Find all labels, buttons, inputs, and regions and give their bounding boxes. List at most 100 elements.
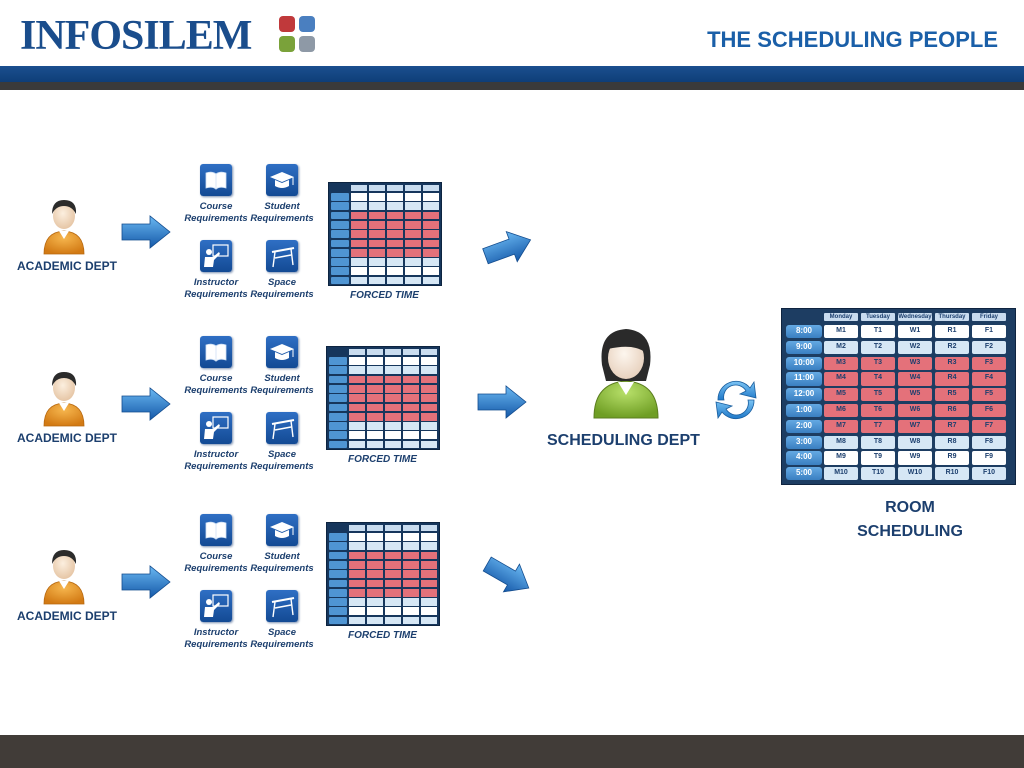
book-icon-glyph (205, 171, 227, 190)
mini-grid-cell (403, 533, 419, 541)
mini-grid-header (349, 525, 365, 531)
mini-grid-cell (421, 588, 437, 597)
mini-grid-time (331, 193, 349, 201)
mini-grid-cell (349, 542, 365, 551)
mini-grid-cell (387, 239, 403, 248)
mini-grid-header (369, 185, 385, 191)
time-slot: 11:00 (786, 372, 822, 386)
desk-icon (266, 240, 298, 272)
requirement-label: Instructor Requirements (184, 627, 248, 650)
mini-grid-cell (367, 579, 383, 588)
time-slot: 10:00 (786, 356, 822, 370)
mini-grid-time (331, 276, 349, 285)
desk-icon (266, 412, 298, 444)
mini-grid-cell (367, 422, 383, 430)
schedule-cell: M5 (824, 388, 858, 402)
desk-icon-glyph (271, 247, 295, 268)
mini-grid-cell (385, 533, 401, 541)
mini-grid-cell (421, 375, 437, 384)
mini-grid-cell (385, 579, 401, 588)
schedule-cell: W8 (898, 435, 932, 449)
instructor-icon-glyph (204, 594, 229, 617)
academic-dept-label: ACADEMIC DEPT (17, 431, 118, 445)
forced-time-label: FORCED TIME (348, 630, 417, 641)
mini-grid-cell (385, 542, 401, 551)
book-icon-glyph (205, 343, 227, 362)
mini-grid-cell (349, 570, 365, 578)
schedule-cell: W3 (898, 356, 932, 370)
mini-grid-time (329, 384, 347, 393)
mini-grid-time (329, 357, 347, 365)
day-header: Wednesday (898, 313, 932, 321)
schedule-cell: R1 (935, 325, 969, 339)
forced-time-label: FORCED TIME (348, 454, 417, 465)
mini-grid-cell (403, 394, 419, 402)
mini-grid-time (329, 588, 347, 597)
mini-grid-cell (367, 607, 383, 616)
graduation-cap-icon-glyph (270, 344, 294, 360)
academic-dept-label: ACADEMIC DEPT (17, 609, 118, 623)
time-slot: 8:00 (786, 325, 822, 339)
mini-grid-cell (421, 394, 437, 402)
mini-grid-cell (405, 211, 421, 220)
mini-grid-cell (423, 276, 439, 285)
arrow-right-icon (121, 387, 171, 421)
mini-grid-cell (367, 384, 383, 393)
schedule-cell: T9 (861, 451, 895, 465)
schedule-cell: T4 (861, 372, 895, 386)
mini-grid-time (329, 440, 347, 449)
mini-grid-cell (349, 560, 365, 569)
mini-grid-cell (349, 579, 365, 588)
mini-grid-cell (403, 357, 419, 365)
mini-grid-cell (385, 422, 401, 430)
book-icon (200, 164, 232, 196)
mini-grid-cell (369, 220, 385, 229)
mini-grid-cell (405, 202, 421, 211)
schedule-cell: F7 (972, 419, 1006, 433)
academic-person-icon (43, 550, 85, 605)
instructor-icon (200, 412, 232, 444)
mini-grid-cell (387, 193, 403, 201)
time-slot: 2:00 (786, 419, 822, 433)
schedule-cell: T10 (861, 467, 895, 481)
forced-time-grid (326, 522, 440, 626)
time-slot: 3:00 (786, 435, 822, 449)
mini-grid-time (331, 211, 349, 220)
mini-grid-cell (421, 384, 437, 393)
mini-grid-cell (403, 431, 419, 440)
mini-grid-cell (387, 230, 403, 238)
requirement-label: Student Requirements (250, 551, 314, 574)
book-icon (200, 514, 232, 546)
mini-grid-cell (423, 258, 439, 266)
logo-wordmark: INFOSILEM (20, 13, 252, 59)
mini-grid-header (385, 525, 401, 531)
desk-icon-glyph (271, 597, 295, 618)
mini-grid-time (331, 220, 349, 229)
mini-grid-header (367, 525, 383, 531)
mini-grid-cell (385, 431, 401, 440)
graduation-cap-icon (266, 336, 298, 368)
mini-grid-cell (403, 384, 419, 393)
mini-grid-cell (369, 276, 385, 285)
mini-grid-cell (421, 403, 437, 412)
instructor-icon (200, 240, 232, 272)
mini-grid-cell (421, 616, 437, 625)
mini-grid-cell (385, 403, 401, 412)
mini-grid-cell (367, 431, 383, 440)
logo-squares-icon (279, 16, 315, 52)
graduation-cap-icon (266, 514, 298, 546)
mini-grid-cell (385, 357, 401, 365)
mini-grid-cell (369, 230, 385, 238)
mini-grid-cell (403, 616, 419, 625)
desk-icon-glyph (271, 419, 295, 440)
mini-grid-cell (367, 616, 383, 625)
mini-grid-time (329, 431, 347, 440)
schedule-cell: F4 (972, 372, 1006, 386)
time-slot: 5:00 (786, 467, 822, 481)
mini-grid-cell (367, 551, 383, 560)
footer-bar (0, 735, 1024, 768)
day-header: Monday (824, 313, 858, 321)
arrow-right-icon (121, 215, 171, 249)
mini-grid-header (367, 349, 383, 355)
